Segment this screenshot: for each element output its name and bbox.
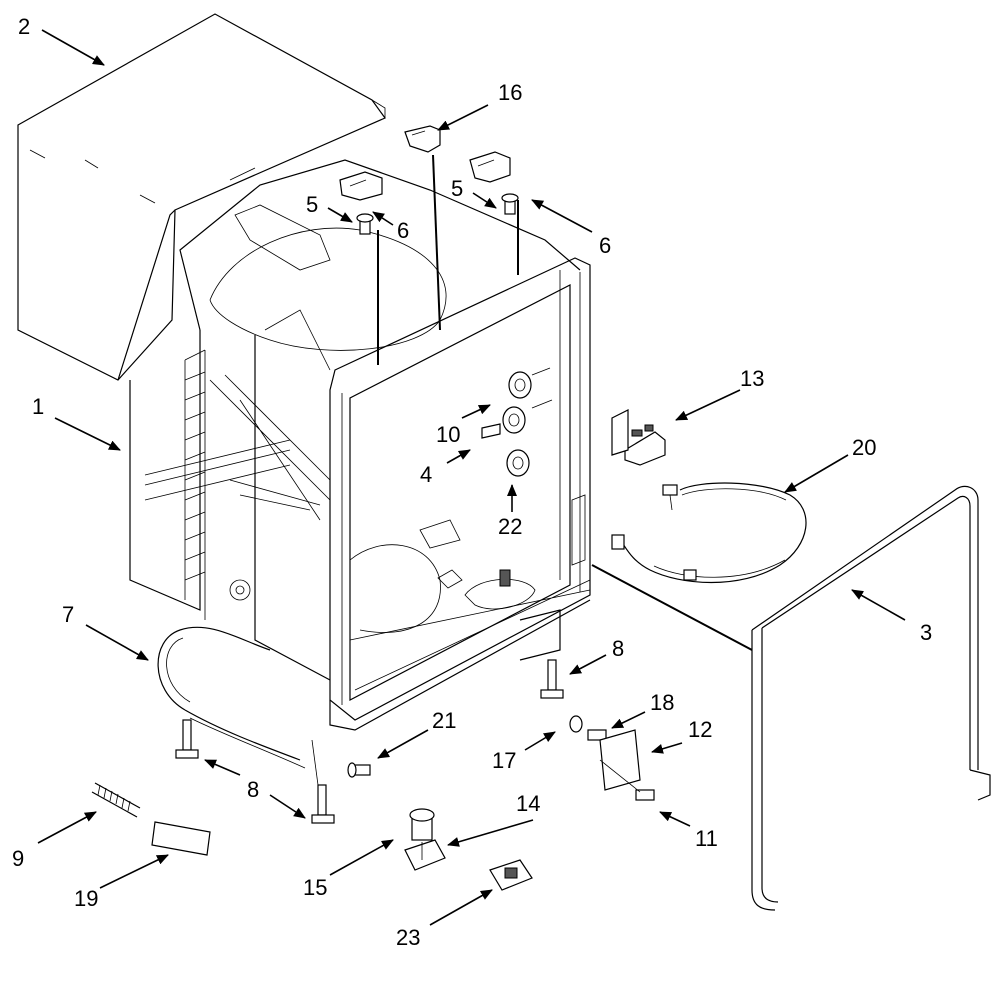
callout-labels: 1 2 3 4 5 5 6 6 7 8 8 9 10 11 12 13 14 1… — [12, 14, 932, 950]
callout-16: 16 — [498, 80, 522, 105]
callout-15: 15 — [303, 875, 327, 900]
callout-8-left: 8 — [247, 777, 259, 802]
rack-detail — [144, 349, 331, 620]
callout-3: 3 — [920, 620, 932, 645]
spray-arm-bearings-part — [481, 367, 553, 477]
float-part — [404, 808, 446, 871]
callout-9: 9 — [12, 846, 24, 871]
callout-18: 18 — [650, 690, 674, 715]
callout-6-left: 6 — [397, 218, 409, 243]
callout-2: 2 — [18, 14, 30, 39]
spring-part — [91, 782, 141, 818]
door-gasket-part — [751, 485, 991, 911]
cover-plate-part — [599, 729, 655, 801]
tub-assembly-part — [129, 159, 591, 731]
callout-12: 12 — [688, 717, 712, 742]
leveling-leg-part — [175, 659, 564, 824]
assembly-guide-lines — [311, 154, 753, 860]
screw-part-21 — [347, 762, 371, 778]
leader-arrows — [37, 29, 906, 926]
callout-1: 1 — [32, 394, 44, 419]
callout-6-right: 6 — [599, 233, 611, 258]
drain-hose-part — [157, 626, 306, 769]
drain-cup-part — [489, 859, 533, 891]
callout-7: 7 — [62, 602, 74, 627]
callout-19: 19 — [74, 886, 98, 911]
callout-20: 20 — [852, 435, 876, 460]
callout-10: 10 — [436, 422, 460, 447]
screw-part-5 — [356, 193, 519, 235]
callout-23: 23 — [396, 925, 420, 950]
callout-11: 11 — [695, 826, 718, 851]
callout-21: 21 — [432, 708, 456, 733]
top-bracket-part — [339, 125, 511, 201]
callout-5-right: 5 — [451, 176, 463, 201]
callout-13: 13 — [740, 366, 764, 391]
callout-8-right: 8 — [612, 636, 624, 661]
callout-5-left: 5 — [306, 192, 318, 217]
callout-14: 14 — [516, 791, 540, 816]
callout-22: 22 — [498, 514, 522, 539]
pad-part — [151, 821, 211, 856]
callout-4: 4 — [420, 462, 432, 487]
mounting-bracket-part — [611, 409, 666, 466]
wire-harness-part — [611, 482, 807, 584]
fastener-part-17-18 — [569, 715, 607, 741]
insulation-blanket-part — [17, 13, 386, 381]
callout-17: 17 — [492, 748, 516, 773]
